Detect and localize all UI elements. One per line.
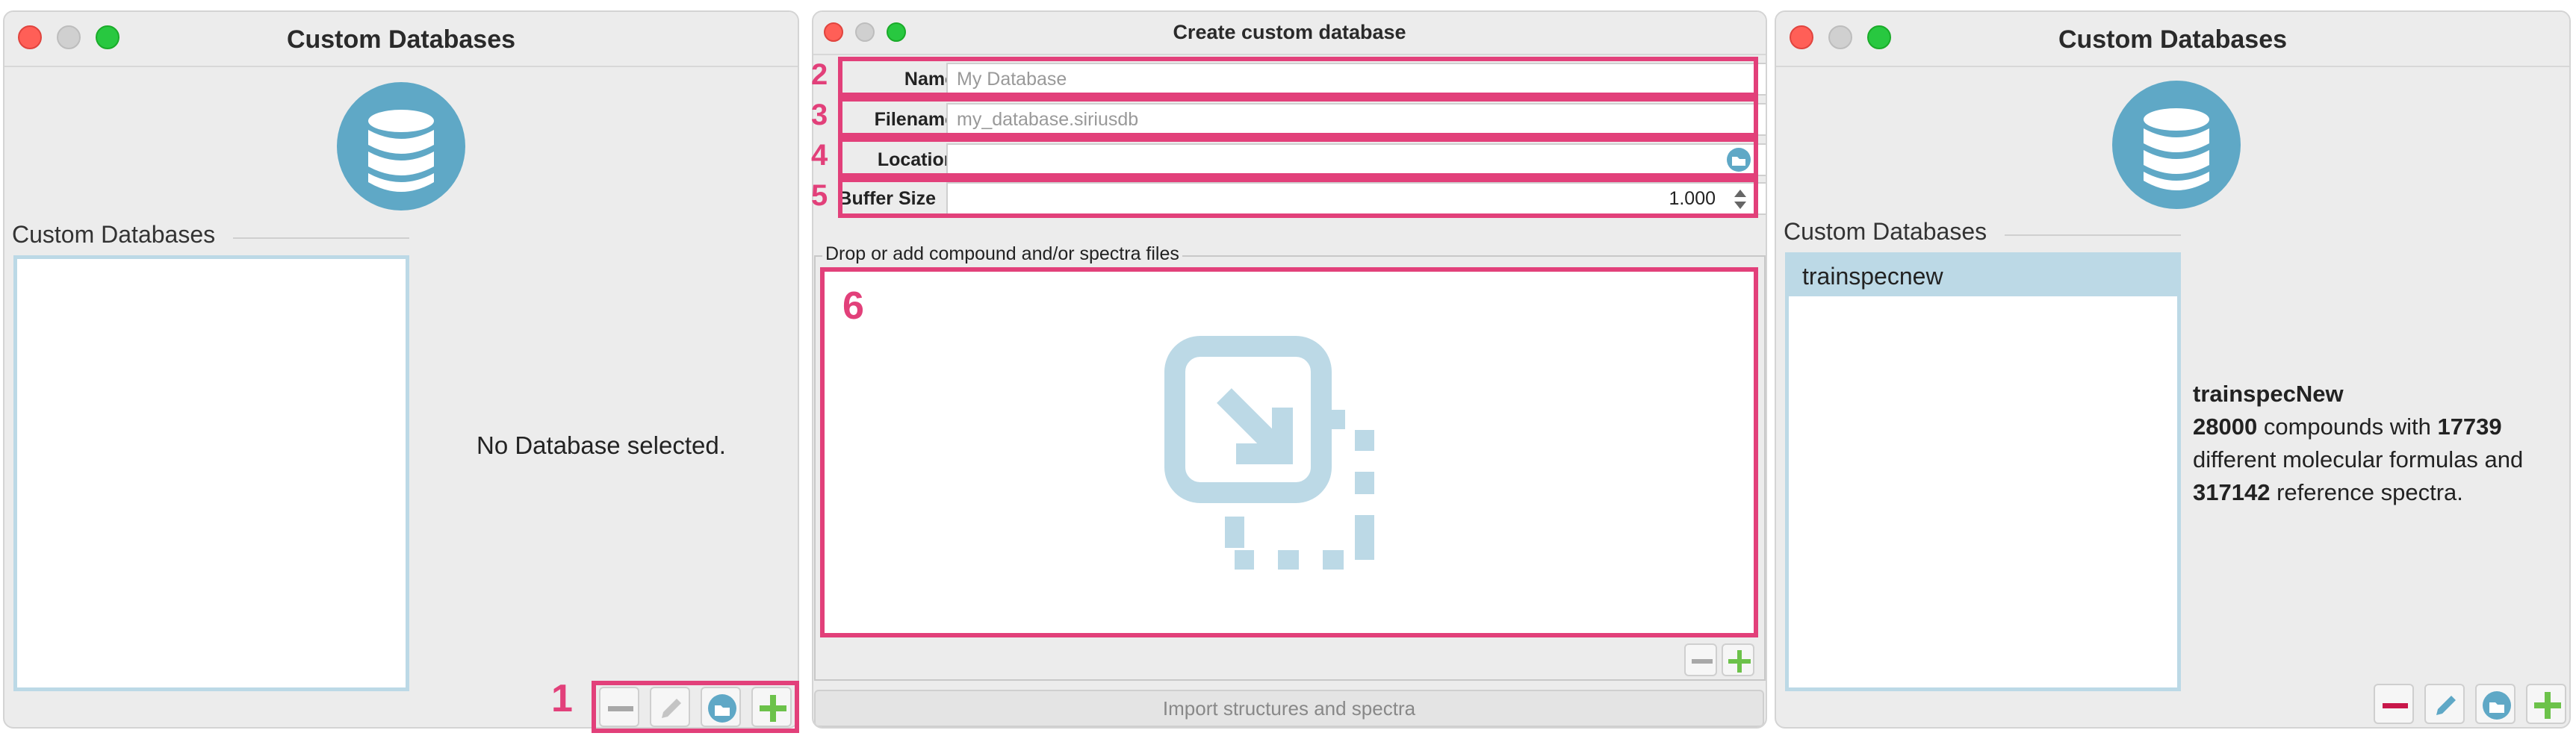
middle-window-titlebar: Create custom database	[813, 12, 1766, 55]
folder-icon	[1727, 148, 1751, 172]
remove-database-button[interactable]	[599, 687, 639, 727]
annotation-box-2	[838, 57, 1758, 97]
plus-icon	[760, 695, 786, 722]
add-database-button[interactable]	[751, 687, 792, 727]
spectra-text: reference spectra.	[2270, 479, 2463, 505]
zoom-window-icon[interactable]	[1867, 25, 1891, 49]
close-window-icon[interactable]	[824, 22, 843, 42]
custom-databases-list-label: Custom Databases	[1784, 218, 1987, 245]
annotation-number-6: 6	[842, 284, 864, 328]
database-list[interactable]: trainspecnew	[1785, 252, 2181, 691]
spectra-count: 317142	[2193, 479, 2271, 505]
create-custom-database-window: Create custom database Name Filename Loc…	[812, 10, 1767, 729]
drop-files-icon	[1164, 336, 1374, 570]
annotation-box-4	[838, 137, 1758, 178]
database-list[interactable]	[13, 255, 409, 691]
no-database-selected-text: No Database selected.	[477, 431, 726, 459]
folder-icon	[2483, 691, 2511, 720]
database-icon	[2112, 81, 2241, 209]
zoom-window-icon[interactable]	[96, 25, 120, 49]
annotation-box-5	[838, 178, 1758, 218]
window-title: Custom Databases	[286, 25, 516, 54]
list-item[interactable]: trainspecnew	[1789, 256, 2177, 296]
plus-icon	[2534, 692, 2561, 719]
add-file-button[interactable]	[1722, 643, 1754, 676]
formula-count: 17739	[2437, 414, 2502, 440]
pencil-icon	[662, 699, 681, 718]
formulas-text: different molecular formulas and	[2193, 446, 2524, 473]
compounds-text: compounds with	[2257, 414, 2438, 440]
drop-files-area[interactable]	[824, 272, 1754, 634]
buffer-size-label: Buffer Size	[838, 188, 936, 209]
database-details: trainspecNew 28000 compounds with 17739 …	[2193, 378, 2559, 509]
close-window-icon[interactable]	[1790, 25, 1813, 49]
location-label: Location	[877, 149, 955, 170]
open-database-button[interactable]	[2475, 684, 2516, 724]
plus-icon	[1728, 650, 1751, 673]
minus-icon	[2383, 703, 2408, 708]
name-input[interactable]	[946, 63, 1766, 96]
edit-database-button[interactable]	[650, 687, 690, 727]
database-icon	[337, 82, 465, 210]
annotation-box-6	[820, 267, 1758, 637]
right-window-titlebar: Custom Databases	[1776, 12, 2569, 67]
right-custom-databases-window: Custom Databases Custom Databases trains…	[1775, 10, 2571, 729]
minus-icon	[608, 706, 633, 711]
browse-location-button[interactable]	[1722, 143, 1756, 176]
close-window-icon[interactable]	[18, 25, 42, 49]
buffer-size-value: 1.000	[1669, 188, 1716, 209]
edit-database-button[interactable]	[2424, 684, 2465, 724]
custom-databases-list-label: Custom Databases	[12, 221, 216, 248]
section-divider	[2005, 234, 2181, 236]
window-title: Create custom database	[1173, 21, 1406, 43]
window-title: Custom Databases	[2058, 25, 2288, 54]
annotation-box-1	[592, 681, 799, 733]
minus-icon	[1692, 659, 1713, 664]
database-name: trainspecNew	[2193, 381, 2344, 407]
annotation-number-5: 5	[811, 179, 828, 212]
spinner-arrows-icon[interactable]	[1729, 185, 1751, 213]
pencil-icon	[2436, 696, 2456, 715]
minimize-window-icon[interactable]	[57, 25, 81, 49]
import-structures-button[interactable]: Import structures and spectra	[814, 690, 1764, 727]
left-custom-databases-window: Custom Databases Custom Databases No Dat…	[3, 10, 799, 729]
annotation-box-3	[838, 97, 1758, 137]
annotation-number-3: 3	[811, 99, 828, 131]
drop-files-group-title: Drop or add compound and/or spectra file…	[822, 243, 1182, 265]
compound-count: 28000	[2193, 414, 2258, 440]
zoom-window-icon[interactable]	[887, 22, 906, 42]
add-database-button[interactable]	[2526, 684, 2566, 724]
annotation-number-4: 4	[811, 139, 828, 172]
minimize-window-icon[interactable]	[855, 22, 875, 42]
left-window-titlebar: Custom Databases	[4, 12, 798, 67]
remove-file-button[interactable]	[1684, 643, 1717, 676]
folder-icon	[708, 694, 736, 723]
section-divider	[233, 237, 409, 239]
minimize-window-icon[interactable]	[1828, 25, 1852, 49]
annotation-number-1: 1	[551, 677, 573, 720]
remove-database-button[interactable]	[2374, 684, 2414, 724]
filename-input[interactable]	[946, 103, 1766, 136]
filename-label: Filename	[874, 109, 955, 130]
open-database-button[interactable]	[701, 687, 741, 727]
annotation-number-2: 2	[811, 58, 828, 91]
